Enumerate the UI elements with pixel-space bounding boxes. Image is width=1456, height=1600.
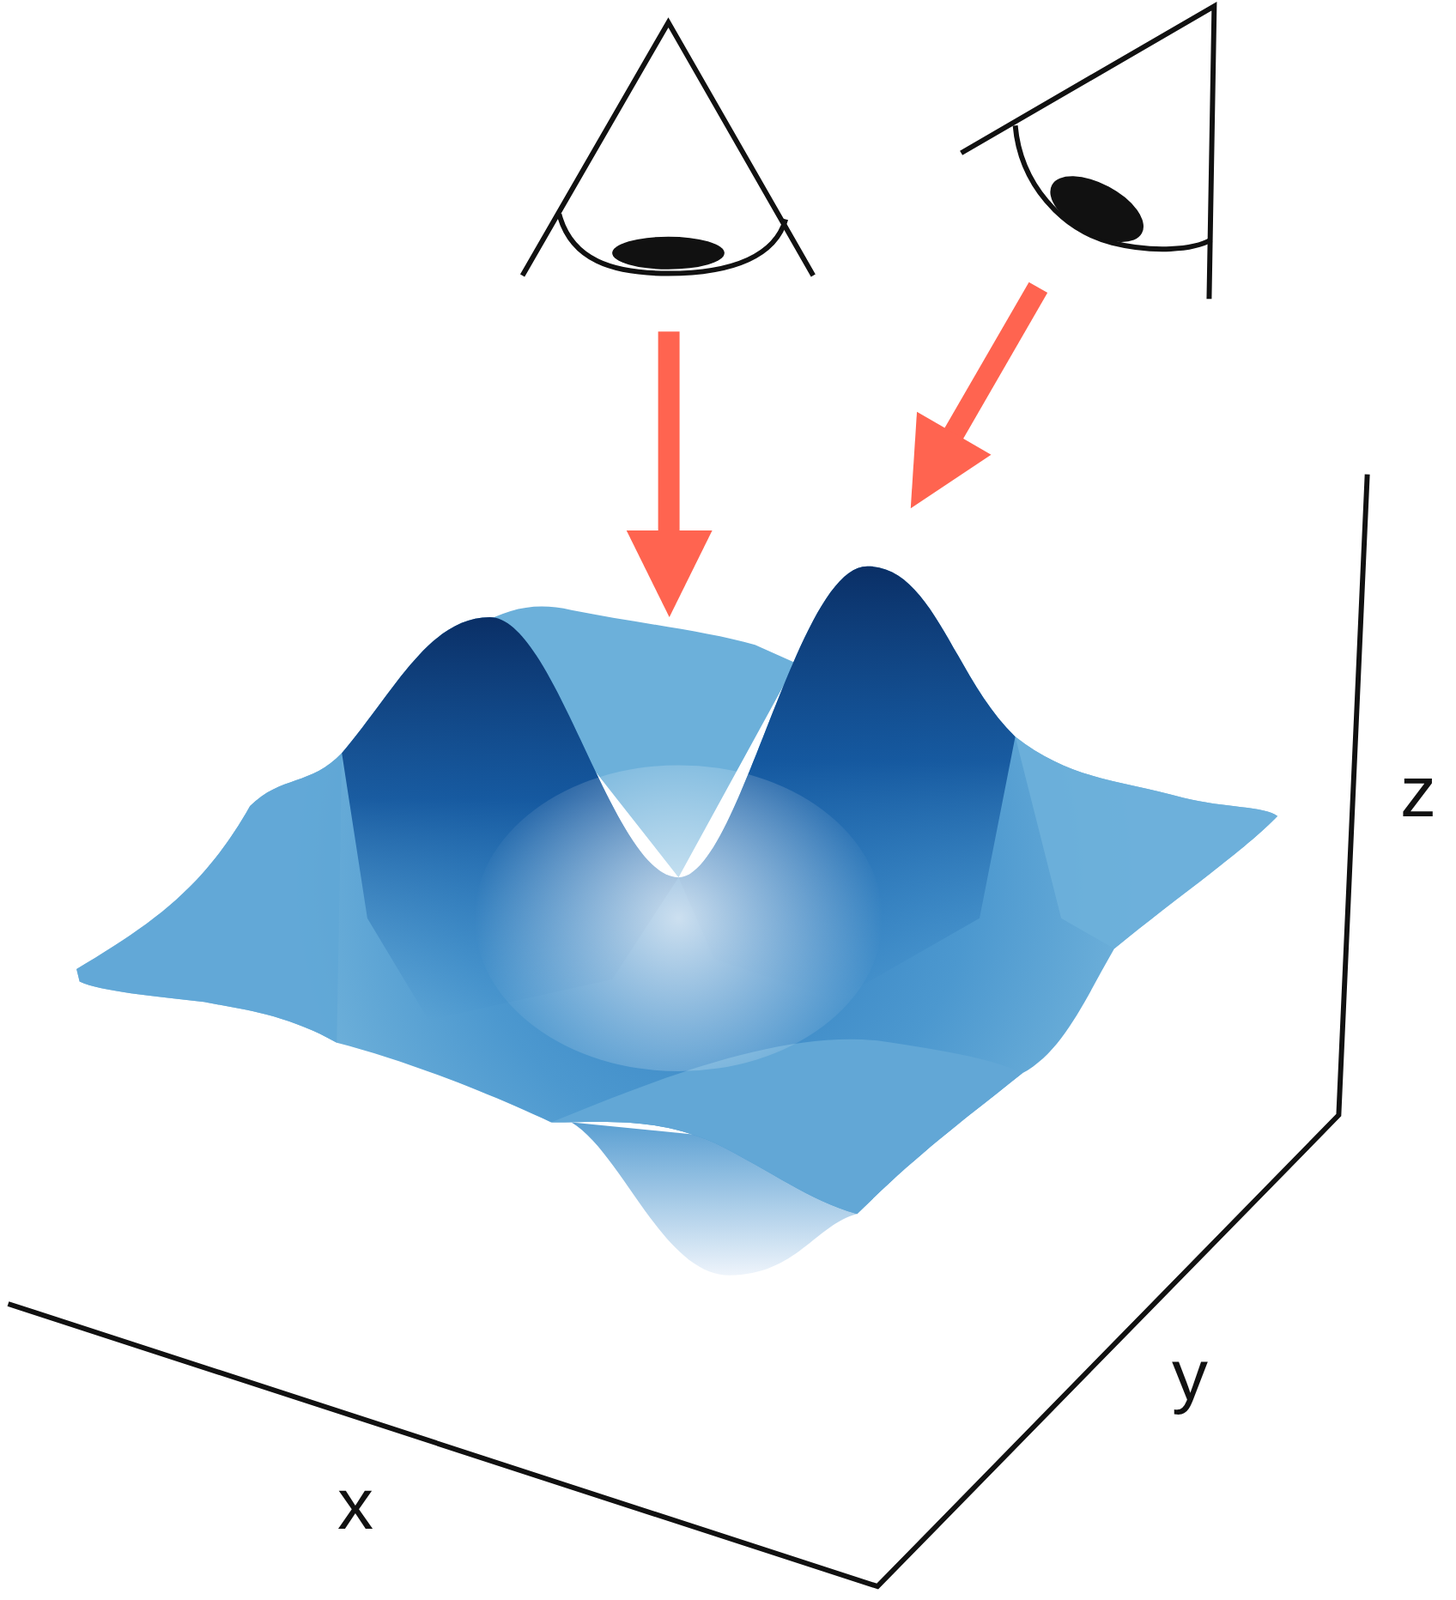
view-arrow bbox=[873, 266, 1076, 530]
surface-front-ridge bbox=[551, 1039, 1023, 1215]
surface-body bbox=[76, 566, 1278, 1215]
axes bbox=[8, 474, 1368, 1588]
surface-right-fold bbox=[1015, 736, 1278, 949]
surface-left-fold bbox=[76, 752, 342, 1044]
axis-label: y bbox=[1171, 1339, 1208, 1412]
eye-symbol bbox=[522, 22, 814, 276]
axis-label: x bbox=[337, 1468, 374, 1541]
view-arrow bbox=[626, 331, 713, 618]
valley-highlight bbox=[474, 764, 883, 1072]
axis-label: z bbox=[1400, 755, 1437, 828]
eye-symbol bbox=[961, 6, 1215, 299]
